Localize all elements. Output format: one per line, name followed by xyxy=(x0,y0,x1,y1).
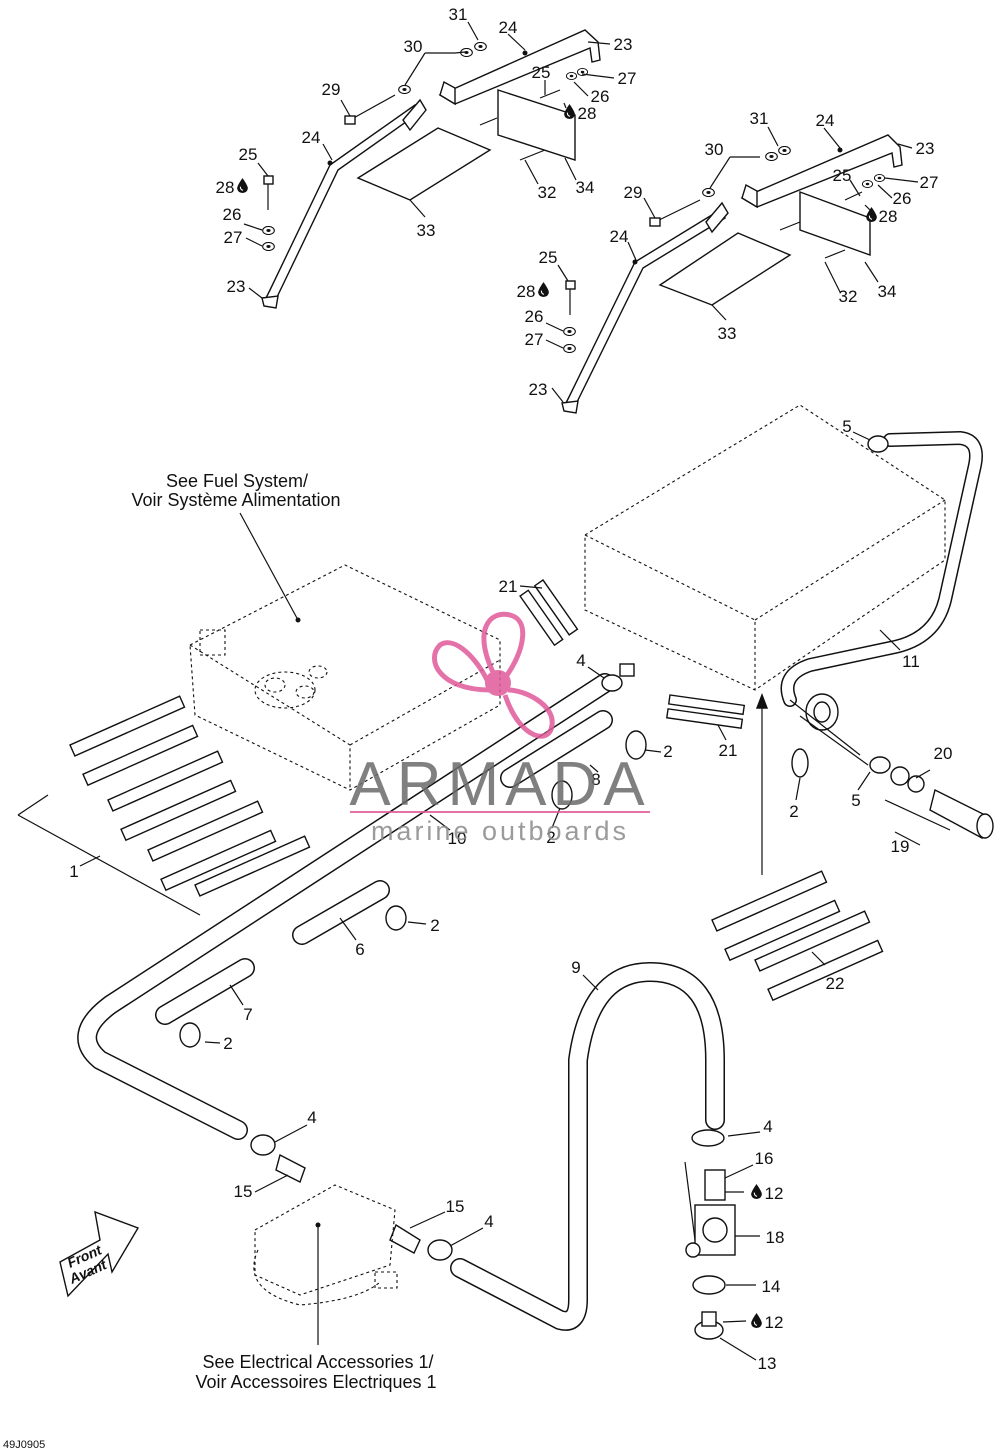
clamps-and-fittings xyxy=(179,435,994,1340)
part-label-2: 2 xyxy=(663,742,672,761)
bracket-assembly-left xyxy=(261,29,601,309)
part-label-4: 4 xyxy=(484,1212,493,1231)
fuel-system-note: See Fuel System/ xyxy=(166,471,308,491)
part-label-25: 25 xyxy=(539,248,558,267)
fuel-tank-outline xyxy=(189,564,501,791)
part-label-22: 22 xyxy=(826,974,845,993)
part-label-15: 15 xyxy=(234,1182,253,1201)
part-label-21: 21 xyxy=(499,577,518,596)
part-label-20: 20 xyxy=(934,744,953,763)
part-label-28: 28 xyxy=(216,178,235,197)
part-labels: 31 24 23 30 25 27 29 26 28 24 25 28 26 2… xyxy=(69,5,952,1373)
leader-lines xyxy=(79,21,951,1361)
drawing-code: 49J0905 xyxy=(3,1439,45,1451)
part-label-24: 24 xyxy=(816,111,835,130)
watermark: ARMADA marine outboards xyxy=(349,611,650,846)
part-label-26: 26 xyxy=(525,307,544,326)
hose-10 xyxy=(77,673,615,1140)
part-label-24: 24 xyxy=(499,18,518,37)
part-label-34: 34 xyxy=(878,282,897,301)
part-label-23: 23 xyxy=(614,35,633,54)
part-label-28: 28 xyxy=(517,282,536,301)
part-label-23: 23 xyxy=(529,380,548,399)
part-label-34: 34 xyxy=(576,178,595,197)
part-label-26: 26 xyxy=(591,87,610,106)
part-label-13: 13 xyxy=(758,1354,777,1373)
part-label-29: 29 xyxy=(322,80,341,99)
part-label-8: 8 xyxy=(591,770,600,789)
part-label-14: 14 xyxy=(762,1277,781,1296)
hose-8 xyxy=(500,710,613,788)
reference-notes: See Fuel System/ Voir Système Alimentati… xyxy=(131,471,436,1392)
part-label-2: 2 xyxy=(546,828,555,847)
part-label-2: 2 xyxy=(789,802,798,821)
part-label-12: 12 xyxy=(765,1184,784,1203)
part-label-21: 21 xyxy=(719,741,738,760)
part-label-30: 30 xyxy=(404,37,423,56)
part-label-2: 2 xyxy=(223,1034,232,1053)
part-label-30: 30 xyxy=(705,140,724,159)
electrical-accessories-note-fr: Voir Accessoires Electriques 1 xyxy=(195,1372,436,1392)
part-label-5: 5 xyxy=(851,791,860,810)
propeller-logo-icon xyxy=(432,611,555,739)
part-label-19: 19 xyxy=(891,837,910,856)
fuel-system-note-fr: Voir Système Alimentation xyxy=(131,490,340,510)
hose-6 xyxy=(292,880,390,945)
part-label-28: 28 xyxy=(879,207,898,226)
watermark-title: ARMADA xyxy=(349,750,650,819)
hose-7 xyxy=(155,958,255,1025)
part-label-7: 7 xyxy=(243,1005,252,1024)
part-label-27: 27 xyxy=(525,330,544,349)
part-label-18: 18 xyxy=(766,1228,785,1247)
holding-tank-outline xyxy=(584,404,946,691)
part-label-24: 24 xyxy=(610,227,629,246)
part-label-25: 25 xyxy=(532,63,551,82)
electrical-accessories-note: See Electrical Accessories 1/ xyxy=(202,1352,433,1372)
part-label-15: 15 xyxy=(446,1197,465,1216)
pump-outline xyxy=(253,1184,398,1306)
part-label-25: 25 xyxy=(239,145,258,164)
part-label-11: 11 xyxy=(902,652,920,671)
part-label-4: 4 xyxy=(576,651,585,670)
part-label-28: 28 xyxy=(578,104,597,123)
part-label-31: 31 xyxy=(750,109,769,128)
part-label-27: 27 xyxy=(618,69,637,88)
part-label-24: 24 xyxy=(302,128,321,147)
part-label-33: 33 xyxy=(718,324,737,343)
part-label-9: 9 xyxy=(571,958,580,977)
part-label-29: 29 xyxy=(624,183,643,202)
part-label-6: 6 xyxy=(355,940,364,959)
front-arrow-icon: Front Avant xyxy=(59,1210,140,1298)
part-label-4: 4 xyxy=(307,1108,316,1127)
part-label-32: 32 xyxy=(839,287,858,306)
part-label-33: 33 xyxy=(417,221,436,240)
part-label-23: 23 xyxy=(227,277,246,296)
part-label-10: 10 xyxy=(448,829,467,848)
part-label-32: 32 xyxy=(538,183,557,202)
part-label-4: 4 xyxy=(763,1117,772,1136)
bracket-assembly-right xyxy=(561,134,903,414)
part-label-25: 25 xyxy=(833,166,852,185)
part-label-27: 27 xyxy=(920,173,939,192)
part-label-2: 2 xyxy=(430,916,439,935)
part-label-16: 16 xyxy=(755,1149,774,1168)
part-label-5: 5 xyxy=(842,417,851,436)
part-label-31: 31 xyxy=(449,5,468,24)
hose-11 xyxy=(780,430,983,766)
part-label-26: 26 xyxy=(223,205,242,224)
pads-group xyxy=(17,579,884,1002)
part-label-1: 1 xyxy=(69,862,78,881)
watermark-subtitle: marine outboards xyxy=(371,816,629,846)
part-label-26: 26 xyxy=(893,189,912,208)
part-label-27: 27 xyxy=(224,228,243,247)
part-label-12: 12 xyxy=(765,1313,784,1332)
part-label-23: 23 xyxy=(916,139,935,158)
hose-9 xyxy=(450,961,725,1331)
